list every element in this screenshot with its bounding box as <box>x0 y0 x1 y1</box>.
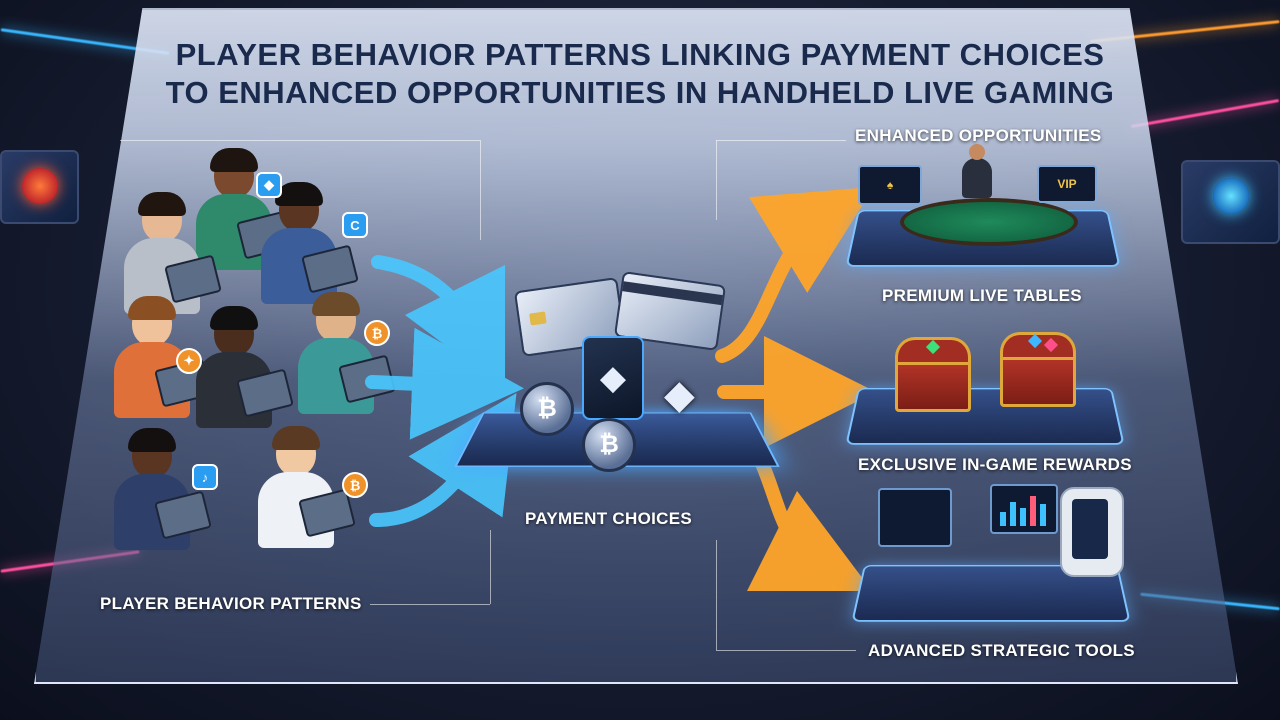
player-figure <box>252 426 356 550</box>
player-figure <box>190 306 294 430</box>
app-icon: C <box>342 212 368 238</box>
connector-line-bottom-vertical <box>490 530 491 604</box>
bitcoin-icon: ₿ <box>520 382 574 436</box>
bitcoin-icon: ₿ <box>342 472 368 498</box>
diagram-title: PLAYER BEHAVIOR PATTERNS LINKING PAYMENT… <box>140 36 1140 112</box>
ethereum-icon: ◆ <box>582 336 644 420</box>
bitcoin-icon: ₿ <box>582 418 636 472</box>
title-line-1: PLAYER BEHAVIOR PATTERNS LINKING PAYMENT… <box>175 37 1105 72</box>
table-screen: ♠ <box>858 165 922 205</box>
connector-line-top <box>120 140 480 141</box>
opportunity-label-advanced-tools: ADVANCED STRATEGIC TOOLS <box>868 641 1135 660</box>
player-figure <box>108 296 212 420</box>
analytics-chart <box>990 484 1058 534</box>
player-figure <box>108 428 212 552</box>
arrow-payment-to-opportunities <box>715 186 876 592</box>
connector-line-top-vertical <box>480 140 481 240</box>
vip-badge: VIP <box>1037 165 1097 203</box>
connector-line-right-top <box>716 140 846 141</box>
ethereum-icon: ◆ <box>664 373 695 417</box>
treasure-chest <box>895 337 971 412</box>
connector-line-right-top-vertical <box>716 140 717 220</box>
arrow-players-to-payment <box>365 255 524 527</box>
connector-line-right-bottom-vertical <box>716 540 717 650</box>
app-icon: ◆ <box>256 172 282 198</box>
app-icon: ♪ <box>192 464 218 490</box>
bitcoin-icon: ₿ <box>364 320 390 346</box>
background-monitor-left <box>0 150 79 224</box>
background-monitor-right <box>1181 160 1280 244</box>
treasure-chest <box>1000 332 1076 407</box>
player-figure <box>292 292 396 416</box>
opportunity-label-exclusive-rewards: EXCLUSIVE IN-GAME REWARDS <box>858 455 1132 474</box>
poker-table <box>900 198 1078 246</box>
app-icon: ✦ <box>176 348 202 374</box>
player-figure <box>255 182 359 306</box>
handheld-console <box>1060 487 1124 577</box>
live-dealer <box>962 144 992 198</box>
section-label-player-behavior: PLAYER BEHAVIOR PATTERNS <box>100 594 362 613</box>
analytics-dashboard <box>878 488 952 547</box>
connector-line-right-bottom <box>716 650 856 651</box>
section-label-enhanced-opportunities: ENHANCED OPPORTUNITIES <box>855 126 1102 145</box>
section-label-payment-choices: PAYMENT CHOICES <box>525 509 692 528</box>
opportunity-label-premium-live-tables: PREMIUM LIVE TABLES <box>882 286 1082 305</box>
connector-line-bottom <box>370 604 490 605</box>
exclusive-rewards-scene <box>845 387 1125 445</box>
title-line-2: TO ENHANCED OPPORTUNITIES IN HANDHELD LI… <box>165 75 1115 110</box>
